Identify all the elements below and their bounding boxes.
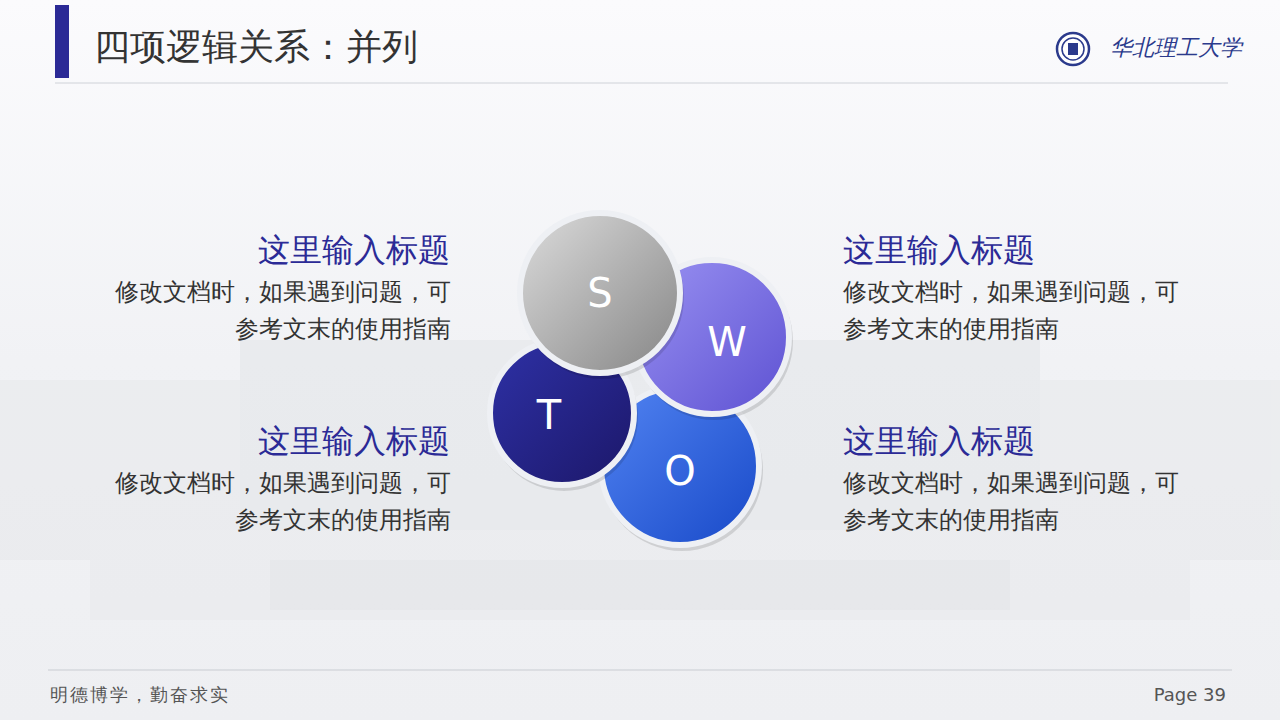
item-body: 修改文档时，如果遇到问题，可 参考文末的使用指南 [106,274,451,348]
item-heading: 这里输入标题 [258,230,450,270]
swot-letter: O [664,451,695,491]
page-number: Page 39 [1154,683,1226,707]
faint-building [0,340,1280,620]
footer-motto: 明德博学，勤奋求实 [50,683,230,707]
footer-rule [48,670,1232,671]
swot-letter: S [587,273,612,313]
university-emblem [1057,33,1089,65]
swot-letter: W [707,322,747,362]
title-accent-bar [55,5,69,78]
university-name: 华北理工大学 [1110,33,1242,63]
item-body: 修改文档时，如果遇到问题，可 参考文末的使用指南 [843,465,1188,539]
swot-circle: S [514,207,686,379]
item-heading: 这里输入标题 [843,421,1035,461]
header-rule [55,83,1228,84]
item-heading: 这里输入标题 [843,230,1035,270]
item-heading: 这里输入标题 [258,421,450,461]
slide-title: 四项逻辑关系：并列 [94,24,418,70]
item-body: 修改文档时，如果遇到问题，可 参考文末的使用指南 [106,465,451,539]
swot-letter: T [537,395,561,435]
item-body: 修改文档时，如果遇到问题，可 参考文末的使用指南 [843,274,1188,348]
